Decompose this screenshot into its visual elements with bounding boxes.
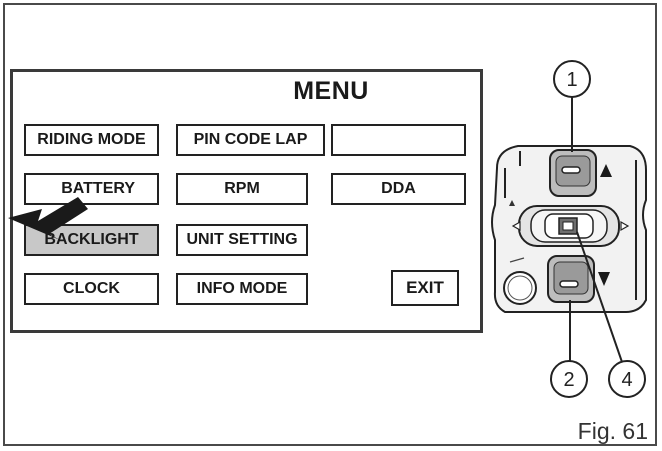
down-arrow-icon <box>598 272 610 286</box>
up-arrow-icon <box>600 164 612 177</box>
callout-2: 2 <box>550 360 588 398</box>
battery-button[interactable]: BATTERY <box>24 173 159 205</box>
small-up-arrow-icon <box>509 200 515 206</box>
pin-code-lap-button[interactable]: PIN CODE LAP <box>176 124 325 156</box>
menu-title: MENU <box>293 77 369 105</box>
horn-icon <box>509 257 525 263</box>
callout-4-leader <box>576 231 623 363</box>
info-mode-button[interactable]: INFO MODE <box>176 273 308 305</box>
riding-mode-button[interactable]: RIDING MODE <box>24 124 159 156</box>
right-arrow-icon <box>620 220 630 232</box>
callout-4-label: 4 <box>621 369 632 391</box>
clock-button[interactable]: CLOCK <box>24 273 159 305</box>
blank-button[interactable] <box>331 124 466 156</box>
pointer-arrow-icon <box>8 197 88 240</box>
left-arrow-icon <box>511 220 521 232</box>
callout-2-label: 2 <box>563 369 574 391</box>
joystick-center[interactable] <box>518 205 620 247</box>
up-button[interactable] <box>549 149 597 197</box>
callout-1-label: 1 <box>566 69 577 91</box>
side-knob <box>503 271 537 305</box>
callout-4: 4 <box>608 360 646 398</box>
figure-label: Fig. 61 <box>577 418 648 444</box>
rpm-button[interactable]: RPM <box>176 173 308 205</box>
unit-setting-button[interactable]: UNIT SETTING <box>176 224 308 256</box>
callout-1: 1 <box>553 60 591 98</box>
exit-button[interactable]: EXIT <box>391 270 459 306</box>
dda-button[interactable]: DDA <box>331 173 466 205</box>
